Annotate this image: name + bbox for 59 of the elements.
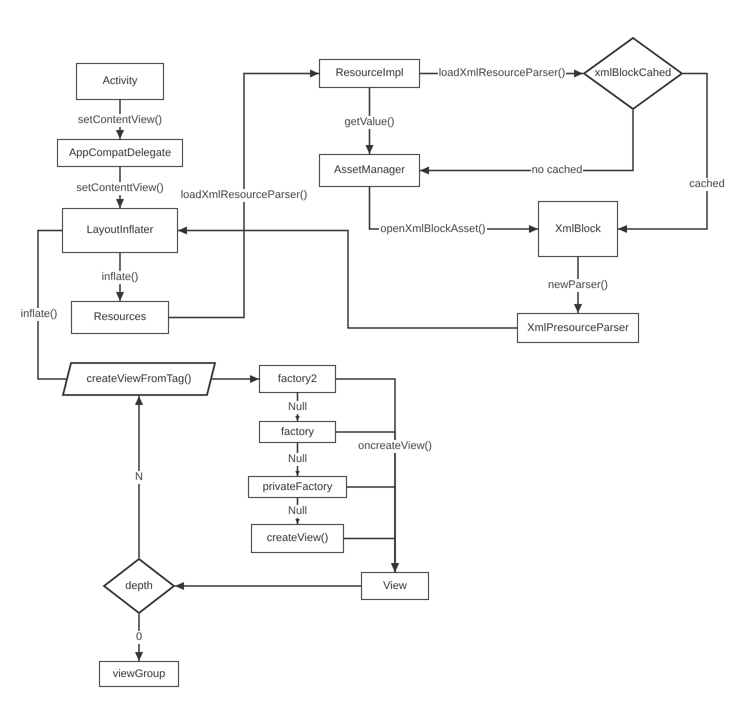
node-label: factory2 bbox=[278, 372, 318, 386]
data-parallelogram bbox=[62, 362, 216, 396]
arrow bbox=[618, 72, 708, 234]
node-label: factory bbox=[280, 426, 314, 438]
process-box bbox=[57, 139, 183, 167]
process-box bbox=[361, 572, 429, 600]
process-box bbox=[62, 208, 178, 253]
node-label: viewGroup bbox=[112, 668, 166, 680]
arrow bbox=[344, 538, 400, 572]
edge-label: inflate() bbox=[100, 270, 140, 284]
edge-label: cached bbox=[688, 178, 726, 190]
edge-label: Null bbox=[287, 453, 308, 466]
node-label: privateFactory bbox=[262, 480, 332, 494]
edge-label: newParser() bbox=[547, 278, 609, 292]
edge-label: 0 bbox=[134, 630, 144, 644]
node-label: View bbox=[383, 580, 407, 592]
process-box bbox=[76, 63, 164, 100]
edge-label: loadXmlResourceParser() bbox=[438, 67, 566, 80]
process-box bbox=[259, 365, 336, 393]
process-box bbox=[71, 301, 169, 334]
node-label: xmlBlockCahed bbox=[594, 67, 672, 80]
arrow bbox=[175, 582, 361, 590]
arrow bbox=[134, 614, 144, 661]
edge-label: getValue() bbox=[344, 116, 396, 128]
edge-label: Null bbox=[287, 400, 308, 414]
process-box bbox=[538, 201, 618, 257]
connector-line bbox=[37, 230, 66, 380]
node-label: LayoutInflater bbox=[86, 224, 154, 237]
process-box bbox=[517, 313, 639, 343]
decision-diamond bbox=[103, 558, 175, 614]
node-label: createView() bbox=[266, 532, 328, 545]
process-box bbox=[251, 524, 344, 553]
node-label: Activity bbox=[102, 75, 138, 88]
arrow bbox=[134, 396, 144, 558]
process-box bbox=[319, 154, 420, 187]
edge-label: setContentView() bbox=[76, 114, 164, 126]
edge-label: N bbox=[134, 470, 144, 484]
arrow bbox=[212, 374, 259, 384]
node-label: depth bbox=[125, 580, 153, 592]
edge-label: loadXmlResourceParser() bbox=[180, 188, 308, 202]
arrow bbox=[178, 226, 517, 329]
node-label: XmlPresourceParser bbox=[527, 322, 629, 334]
node-label: AppCompatDelegate bbox=[68, 146, 172, 160]
decision-diamond bbox=[583, 37, 683, 110]
process-box bbox=[259, 421, 336, 443]
edge-label: setContenttView() bbox=[75, 182, 165, 194]
edge-label: oncreateView() bbox=[357, 440, 433, 452]
arrow bbox=[169, 69, 319, 318]
process-box bbox=[99, 661, 179, 687]
process-box bbox=[248, 476, 347, 498]
edge-label: openXmlBlockAsset() bbox=[379, 222, 487, 236]
node-label: Resources bbox=[94, 311, 146, 324]
node-label: createViewFromTag() bbox=[86, 372, 192, 386]
edge-label: inflate() bbox=[20, 308, 58, 320]
node-label: ResourceImpl bbox=[336, 67, 404, 80]
node-label: XmlBlock bbox=[555, 222, 601, 236]
process-box bbox=[319, 59, 420, 88]
node-label: AssetManager bbox=[334, 164, 405, 177]
edge-label: Null bbox=[287, 504, 308, 518]
